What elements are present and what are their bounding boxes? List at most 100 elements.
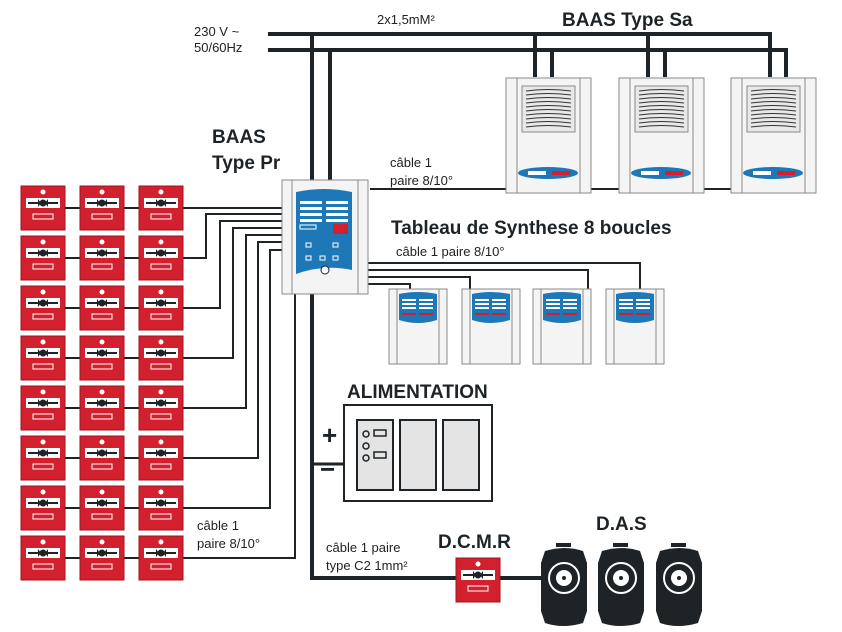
loop-wire: [183, 234, 283, 409]
center-dot: [39, 449, 47, 457]
center-dot: [39, 349, 47, 357]
red-indicator: [563, 313, 577, 315]
baas-sa-units: [505, 77, 817, 194]
center-dot: [157, 449, 165, 457]
das-units: [541, 543, 702, 626]
speaker-grille: [634, 85, 689, 133]
manual-call-point: [79, 285, 125, 331]
display-line: [546, 303, 560, 305]
center-dot: [98, 349, 106, 357]
das-top-cap: [671, 543, 686, 547]
manual-call-point: [79, 485, 125, 531]
call-point-slot: [91, 413, 113, 420]
display-line: [300, 213, 322, 216]
display-line: [563, 299, 577, 301]
call-point-slot: [32, 213, 54, 220]
manual-call-point: [79, 185, 125, 231]
manual-call-point: [138, 385, 184, 431]
status-led-box: [299, 224, 317, 230]
key-switch: [320, 265, 330, 275]
white-indicator: [753, 171, 771, 175]
call-point-slot: [32, 563, 54, 570]
center-dot: [157, 499, 165, 507]
display-line: [402, 303, 416, 305]
manual-call-point: [20, 385, 66, 431]
display-line: [475, 307, 489, 309]
call-point-slot: [150, 263, 172, 270]
das-center: [677, 576, 681, 580]
center-dot: [39, 249, 47, 257]
manual-call-point: [138, 185, 184, 231]
lock-icon: [99, 489, 105, 495]
red-indicator: [636, 313, 650, 315]
das-door-holder: [656, 543, 702, 626]
lock-icon: [475, 561, 481, 567]
call-point-slot: [150, 363, 172, 370]
lock-icon: [40, 539, 46, 545]
grille-slat: [750, 101, 797, 104]
lock-icon: [99, 189, 105, 195]
lock-icon: [40, 489, 46, 495]
lock-icon: [40, 389, 46, 395]
sa-cable-label-line2: paire 8/10°: [390, 173, 453, 188]
synthesis-panel: [532, 288, 592, 365]
display-line: [546, 299, 560, 301]
lock-icon: [40, 439, 46, 445]
das-top-cap: [613, 543, 628, 547]
panel-button: [305, 242, 312, 248]
lock-icon: [158, 539, 164, 545]
grille-slat: [638, 89, 685, 92]
synthesis-panel: [605, 288, 665, 365]
loop-wire: [183, 213, 283, 259]
call-point-slot: [91, 213, 113, 220]
grille-slat: [638, 109, 685, 112]
grille-slat: [525, 113, 572, 116]
display-line: [636, 307, 650, 309]
das-ring: [548, 562, 580, 594]
grille-slat: [638, 101, 685, 104]
panel-button: [319, 255, 326, 261]
manual-call-point: [79, 435, 125, 481]
red-indicator: [402, 313, 416, 315]
baas-pr-front-panel: [296, 189, 352, 274]
red-indicator: [492, 313, 506, 315]
call-point-slot: [32, 463, 54, 470]
grille-slat: [750, 109, 797, 112]
das-center: [619, 576, 623, 580]
red-indicator: [665, 171, 683, 175]
lock-icon: [40, 189, 46, 195]
alim-switch: [373, 451, 387, 459]
display-line: [326, 219, 348, 222]
baas-sa-title: BAAS Type Sa: [562, 10, 693, 31]
c2-cable-label-line2: type C2 1mm²: [326, 558, 408, 573]
manual-call-point: [138, 435, 184, 481]
lock-icon: [99, 389, 105, 395]
display-line: [300, 207, 322, 210]
call-point-slot: [32, 313, 54, 320]
call-point-slot: [467, 585, 489, 592]
das-ring: [605, 562, 637, 594]
synthesis-wire: [368, 269, 589, 289]
lock-icon: [158, 189, 164, 195]
display-line: [475, 303, 489, 305]
lock-icon: [40, 289, 46, 295]
lock-icon: [158, 239, 164, 245]
manual-call-point: [79, 535, 125, 581]
das-ring: [663, 562, 695, 594]
das-body: [598, 548, 644, 626]
display-line: [419, 303, 433, 305]
grille-slat: [525, 105, 572, 108]
dcmr-title: D.C.M.R: [438, 532, 511, 553]
grille-slat: [638, 93, 685, 96]
baas-pr-title-line2: Type Pr: [212, 153, 281, 174]
panel-button: [332, 242, 339, 248]
alim-switch: [373, 429, 387, 437]
red-indicator: [419, 313, 433, 315]
call-point-slot: [91, 563, 113, 570]
sa-cable-label-line1: câble 1: [390, 155, 432, 170]
dm-cable-label-line2: paire 8/10°: [197, 536, 260, 551]
alim-led: [362, 430, 370, 438]
manual-call-point: [20, 485, 66, 531]
center-dot: [157, 549, 165, 557]
grille-slat: [525, 125, 572, 128]
